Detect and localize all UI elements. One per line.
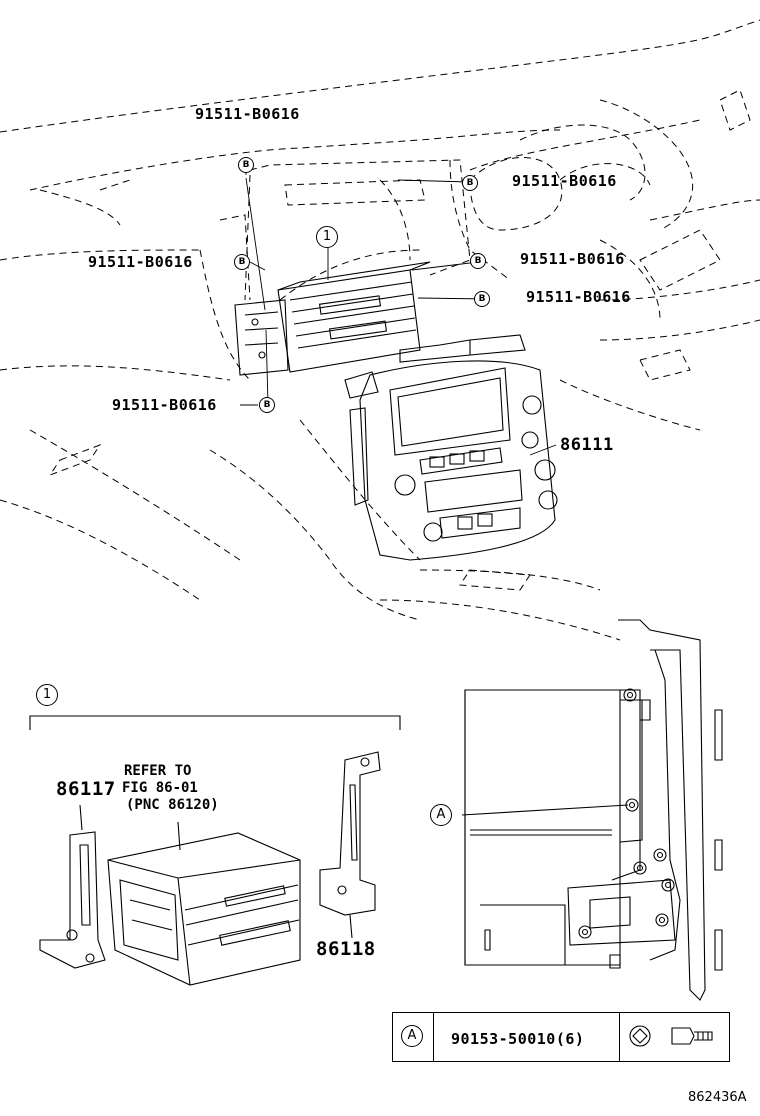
marker-b-right2: B <box>470 253 486 269</box>
callout-86117: 86117 <box>56 778 116 800</box>
detail-a-view <box>461 619 723 1001</box>
refer-note: REFER TO FIG 86-01 (PNC 86120) <box>122 763 219 814</box>
legend-icons <box>629 1025 713 1047</box>
callout-91511-top: 91511-B0616 <box>195 105 300 123</box>
callout-91511-left1: 91511-B0616 <box>88 253 193 271</box>
legend-part-number: 90153-50010(6) <box>451 1030 585 1048</box>
legend-marker-a: A <box>401 1025 423 1047</box>
callout-86118: 86118 <box>316 938 376 960</box>
refer-note-line1: REFER TO <box>124 763 192 779</box>
callout-91511-right2: 91511-B0616 <box>520 250 625 268</box>
marker-b-right3: B <box>474 291 490 307</box>
callout-86111: 86111 <box>560 435 614 455</box>
item-1-section-marker: 1 <box>36 684 58 706</box>
fastener-legend: A 90153-50010(6) <box>392 1012 730 1062</box>
leader-lines-upper <box>240 164 557 456</box>
refer-note-line2: FIG 86-01 <box>122 780 198 796</box>
dashboard-outline <box>0 19 760 641</box>
marker-b-left2: B <box>259 397 275 413</box>
callout-91511-right3: 91511-B0616 <box>526 288 631 306</box>
marker-b-left1: B <box>234 254 250 270</box>
callout-91511-left2: 91511-B0616 <box>112 396 217 414</box>
marker-a-detail: A <box>430 804 452 826</box>
legend-icon-divider <box>393 1013 620 1061</box>
marker-b-top: B <box>238 157 254 173</box>
item-1-callout: 1 <box>316 226 338 248</box>
upper-radio-unit <box>234 261 526 376</box>
front-panel-86111 <box>344 360 558 561</box>
figure-id: 862436A <box>688 1090 747 1105</box>
item1-bracket <box>29 715 401 730</box>
refer-note-line3: (PNC 86120) <box>126 797 219 813</box>
radio-assembly-exploded <box>39 751 381 986</box>
callout-91511-right1: 91511-B0616 <box>512 172 617 190</box>
legend-marker-cell: A <box>393 1013 434 1061</box>
marker-b-right1: B <box>462 175 478 191</box>
